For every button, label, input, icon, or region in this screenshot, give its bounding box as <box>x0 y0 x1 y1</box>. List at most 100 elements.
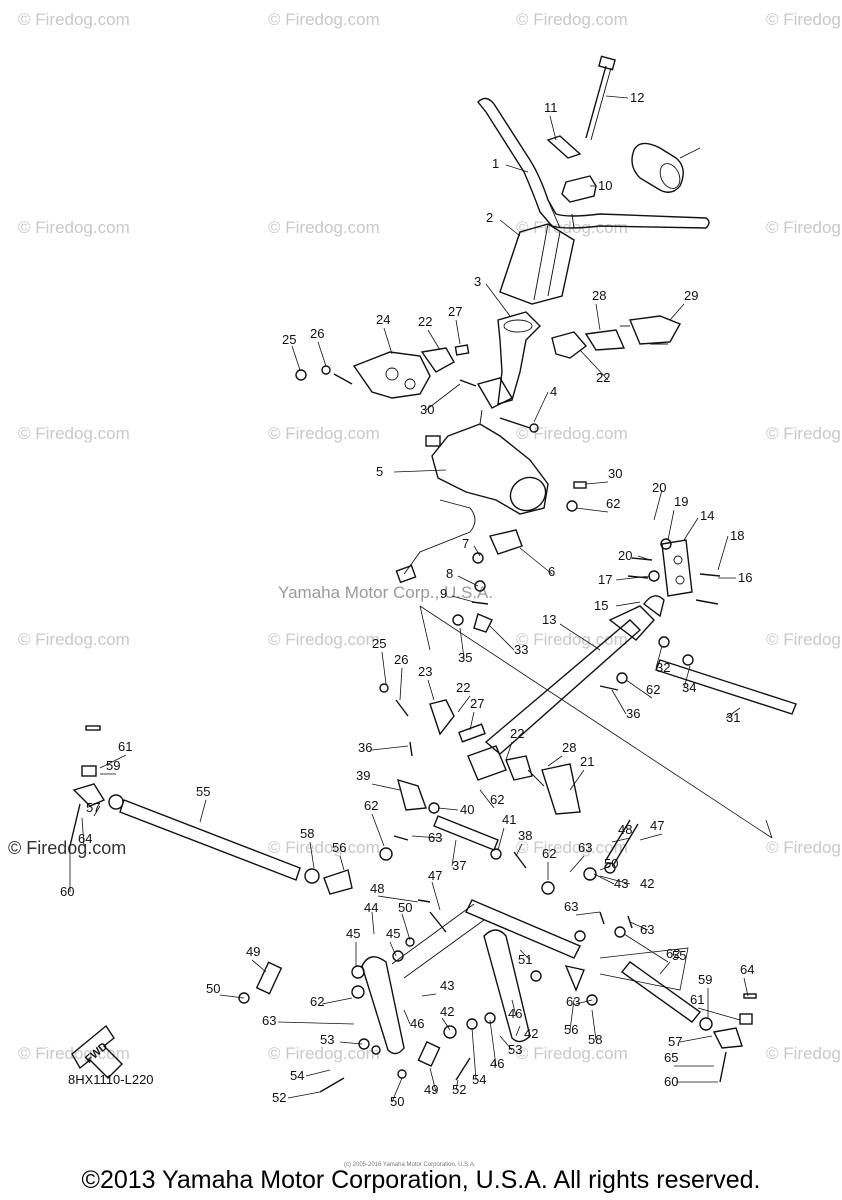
pitman-arm <box>361 956 405 1055</box>
leader-line <box>599 865 611 871</box>
part-callout-40: 40 <box>460 802 474 817</box>
bolt <box>585 65 607 139</box>
part-callout-36: 36 <box>626 706 640 721</box>
leader-line <box>549 115 557 141</box>
part-callout-19: 19 <box>674 494 688 509</box>
column-cover <box>499 223 575 305</box>
leader-line <box>81 817 85 847</box>
relay-arm-shaft <box>484 619 642 755</box>
part-callout-4: 4 <box>550 384 557 399</box>
leader-line <box>659 961 671 975</box>
part-callout-63: 63 <box>640 922 654 937</box>
leader-line <box>317 341 327 367</box>
leader-line <box>595 303 601 331</box>
leader-line <box>615 601 641 607</box>
watermark: © Firedog.com <box>8 838 127 858</box>
leader-line <box>383 327 393 355</box>
part-callout-62: 62 <box>310 994 324 1009</box>
watermark: © Firedog.com <box>766 218 842 237</box>
leader-line <box>455 319 461 345</box>
part-callout-62: 62 <box>666 946 680 961</box>
leader-line <box>473 545 481 557</box>
part-callout-18: 18 <box>730 528 744 543</box>
part-callout-59: 59 <box>698 972 712 987</box>
part-callout-65: 65 <box>664 1050 678 1065</box>
part-callout-28: 28 <box>562 740 576 755</box>
watermark: © Firedog.com <box>516 630 628 649</box>
watermark: © Firedog.com <box>766 630 842 649</box>
part-callout-50: 50 <box>390 1094 404 1109</box>
part-callout-14: 14 <box>700 508 714 523</box>
part-callout-58: 58 <box>588 1032 602 1047</box>
leader-line <box>459 627 465 659</box>
leader-line <box>305 1069 331 1077</box>
part-callout-25: 25 <box>372 636 386 651</box>
center-link <box>465 899 581 959</box>
leader-line <box>615 575 651 581</box>
watermark: © Firedog.com <box>268 838 380 857</box>
part-callout-50: 50 <box>604 856 618 871</box>
part-callout-6: 6 <box>548 564 555 579</box>
link-rod <box>433 815 499 851</box>
leader-line <box>457 575 479 587</box>
leader-line <box>457 695 471 713</box>
part-callout-11: 11 <box>544 100 558 115</box>
leader-line <box>717 535 729 571</box>
part-callout-53: 53 <box>508 1042 522 1057</box>
leader-line <box>743 977 749 997</box>
leader-line <box>519 547 553 575</box>
leader-line <box>391 1077 403 1103</box>
part-callout-27: 27 <box>448 304 462 319</box>
bracket-29 <box>629 315 681 345</box>
part-callout-62: 62 <box>490 792 504 807</box>
leader-line <box>471 1027 477 1081</box>
tie-rod <box>655 659 797 715</box>
part-callout-30: 30 <box>608 466 622 481</box>
leader-line <box>653 489 663 521</box>
part-callout-63: 63 <box>566 994 580 1009</box>
part-callout-57: 57 <box>668 1034 682 1049</box>
part-callout-27: 27 <box>470 696 484 711</box>
part-callout-29: 29 <box>684 288 698 303</box>
steering-column <box>497 311 541 405</box>
leader-line <box>339 1041 363 1045</box>
part-callout-12: 12 <box>630 90 644 105</box>
leader-line <box>639 833 663 841</box>
leader-line <box>399 667 403 701</box>
leader-line <box>451 839 457 867</box>
leader-line <box>441 1017 451 1031</box>
leader-line <box>403 1009 411 1025</box>
leader-line <box>421 993 437 997</box>
leader-line <box>427 679 435 701</box>
part-callout-8: 8 <box>446 566 453 581</box>
leader-line <box>515 1025 521 1037</box>
part-callout-20: 20 <box>652 480 666 495</box>
leader-line <box>725 707 741 719</box>
part-callout-57: 57 <box>86 800 100 815</box>
copyright-notice: ©2013 Yamaha Motor Corporation, U.S.A. A… <box>81 1166 761 1194</box>
leader-line <box>371 911 375 935</box>
leader-line <box>623 933 669 963</box>
part-callout-60: 60 <box>60 884 74 899</box>
part-callout-55: 55 <box>672 948 686 963</box>
leader-line <box>429 1067 437 1093</box>
watermark: © Firedog.com <box>18 218 130 237</box>
leader-line <box>427 329 441 351</box>
part-callout-43: 43 <box>614 876 628 891</box>
part-callout-28: 28 <box>592 288 606 303</box>
leader-line <box>251 959 267 973</box>
part-callout-63: 63 <box>262 1013 276 1028</box>
leader-line <box>393 469 447 473</box>
watermark: © Firedog.com <box>516 1044 628 1063</box>
part-callout-43: 43 <box>440 978 454 993</box>
part-callout-48: 48 <box>370 881 384 896</box>
leader-line <box>575 507 609 513</box>
part-callout-63: 63 <box>578 840 592 855</box>
leader-line <box>489 625 515 651</box>
part-callout-46: 46 <box>490 1056 504 1071</box>
forward-arrow-icon: FWD <box>71 1024 123 1079</box>
part-callout-2: 2 <box>486 210 493 225</box>
handlebar <box>477 97 710 229</box>
